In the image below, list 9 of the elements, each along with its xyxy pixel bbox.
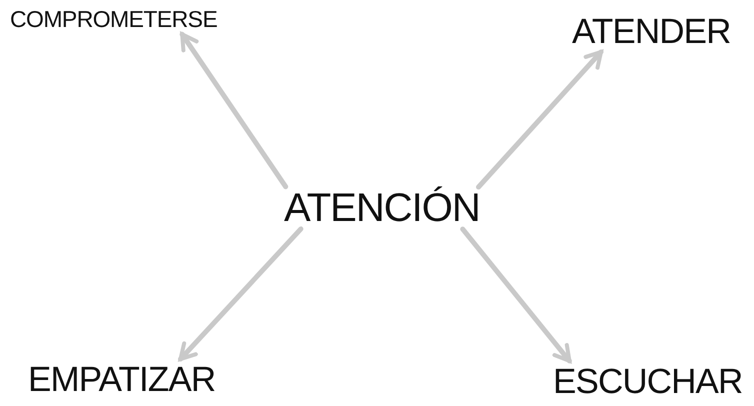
arrow [180, 32, 288, 190]
concept-label: COMPROMETERSE [10, 8, 218, 31]
concept-label: ATENCIÓN [284, 188, 480, 228]
concept-label: ATENDER [572, 14, 731, 49]
concept-label: ESCUCHAR [553, 364, 742, 399]
arrow [460, 226, 572, 364]
arrow [476, 49, 604, 190]
concept-label: EMPATIZAR [28, 362, 216, 397]
arrow [178, 226, 304, 362]
